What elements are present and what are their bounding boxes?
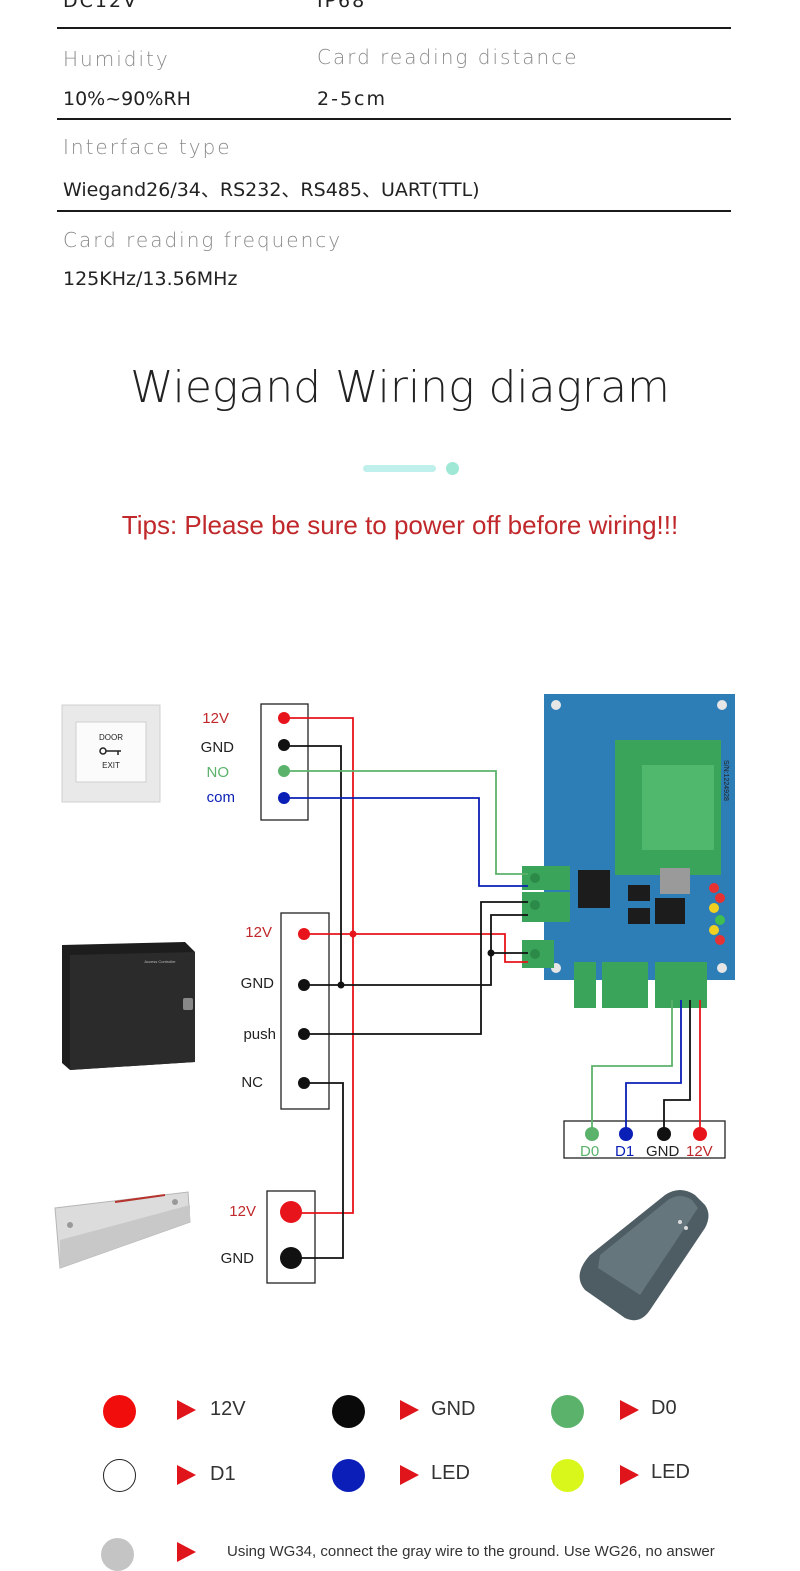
divider <box>57 27 731 29</box>
power-label-push: push <box>243 1026 276 1043</box>
legend-swatch-led-blue <box>332 1459 365 1492</box>
wire-red-power <box>303 933 528 963</box>
play-arrow-icon <box>177 1542 196 1562</box>
play-arrow-icon <box>400 1465 419 1485</box>
lock-label-12v: 12V <box>229 1203 256 1220</box>
spec-distance-value: 2-5cm <box>317 88 387 110</box>
play-arrow-icon <box>620 1465 639 1485</box>
exit-button-line1: DOOR <box>99 733 123 742</box>
power-label-12v: 12V <box>245 924 272 941</box>
wire-red-12v <box>284 717 354 1214</box>
legend-label-led-yellow: LED <box>651 1461 690 1483</box>
legend-label-gnd: GND <box>431 1398 476 1420</box>
wire-green-d0 <box>591 1000 673 1134</box>
legend-swatch-d1 <box>103 1459 136 1492</box>
power-terminal-box <box>280 912 330 1110</box>
lock-label-gnd: GND <box>221 1250 255 1267</box>
spec-humidity-label: Humidity <box>63 47 170 71</box>
legend-label-12v: 12V <box>210 1398 246 1420</box>
section-title: Wiegand Wiring diagram <box>130 362 670 413</box>
reader-label-12v: 12V <box>686 1143 713 1160</box>
legend-swatch-12v <box>103 1395 136 1428</box>
power-off-tip: Tips: Please be sure to power off before… <box>121 510 679 540</box>
play-arrow-icon <box>177 1400 196 1420</box>
exit-button-device: DOOR EXIT <box>61 704 161 803</box>
spec-humidity-value: 10%~90%RH <box>63 88 191 110</box>
legend-label-led-blue: LED <box>431 1462 470 1484</box>
divider <box>57 118 731 120</box>
gray-wire-note: Using WG34, connect the gray wire to the… <box>227 1543 715 1560</box>
spec-frequency-value: 125KHz/13.56MHz <box>63 268 238 290</box>
legend-swatch-gnd <box>332 1395 365 1428</box>
spec-protection-value: IP68 <box>317 0 367 12</box>
spec-frequency-label: Card reading frequency <box>63 228 343 252</box>
power-supply-box: Access Controller <box>62 942 195 1070</box>
legend-label-d1: D1 <box>210 1463 236 1485</box>
play-arrow-icon <box>400 1400 419 1420</box>
divider <box>57 210 731 212</box>
legend-swatch-gray <box>101 1538 134 1571</box>
board-serial: S/N:1224928 <box>722 760 729 801</box>
exit-label-12v: 12V <box>202 710 229 727</box>
exit-label-gnd: GND <box>201 739 235 756</box>
title-accent-bar <box>363 465 436 472</box>
reader-label-d1: D1 <box>615 1143 634 1160</box>
spec-interface-label: Interface type <box>63 135 232 159</box>
wire-black-power-push <box>303 901 528 1035</box>
wire-green-no <box>284 770 528 875</box>
legend-label-d0: D0 <box>651 1397 677 1419</box>
wire-blue-com <box>284 797 528 887</box>
legend-swatch-led-yellow <box>551 1459 584 1492</box>
exit-terminal-box <box>260 703 309 821</box>
wire-black-reader-gnd <box>663 1000 691 1134</box>
control-board: S/N:1224928 <box>522 694 735 1008</box>
spec-interface-value: Wiegand26/34、RS232、RS485、UART(TTL) <box>63 179 480 201</box>
reader-label-gnd: GND <box>646 1143 680 1160</box>
card-reader <box>579 1190 709 1321</box>
wiring-diagram: DOOR EXIT Access Controller <box>54 694 735 1321</box>
power-label-nc: NC <box>241 1074 263 1091</box>
wire-blue-d1 <box>625 1000 682 1134</box>
play-arrow-icon <box>620 1400 639 1420</box>
play-arrow-icon <box>177 1465 196 1485</box>
power-box-caption: Access Controller <box>144 959 176 964</box>
legend-swatch-d0 <box>551 1395 584 1428</box>
magnetic-lock <box>54 1191 191 1269</box>
wire-black-exit-gnd <box>284 745 342 986</box>
exit-button-line2: EXIT <box>102 761 120 770</box>
exit-label-com: com <box>207 789 235 806</box>
lock-terminal-box <box>266 1190 316 1284</box>
wire-black-power-gnd <box>341 914 528 986</box>
power-label-gnd: GND <box>241 975 275 992</box>
spec-voltage-value: DC12V <box>63 0 139 12</box>
reader-label-d0: D0 <box>580 1143 599 1160</box>
title-accent-dot <box>446 462 459 475</box>
exit-label-no: NO <box>207 764 230 781</box>
reader-terminal-box <box>563 1120 726 1159</box>
spec-distance-label: Card reading distance <box>317 45 579 69</box>
key-icon <box>99 747 121 755</box>
wire-black-nc-lock <box>291 1082 344 1259</box>
